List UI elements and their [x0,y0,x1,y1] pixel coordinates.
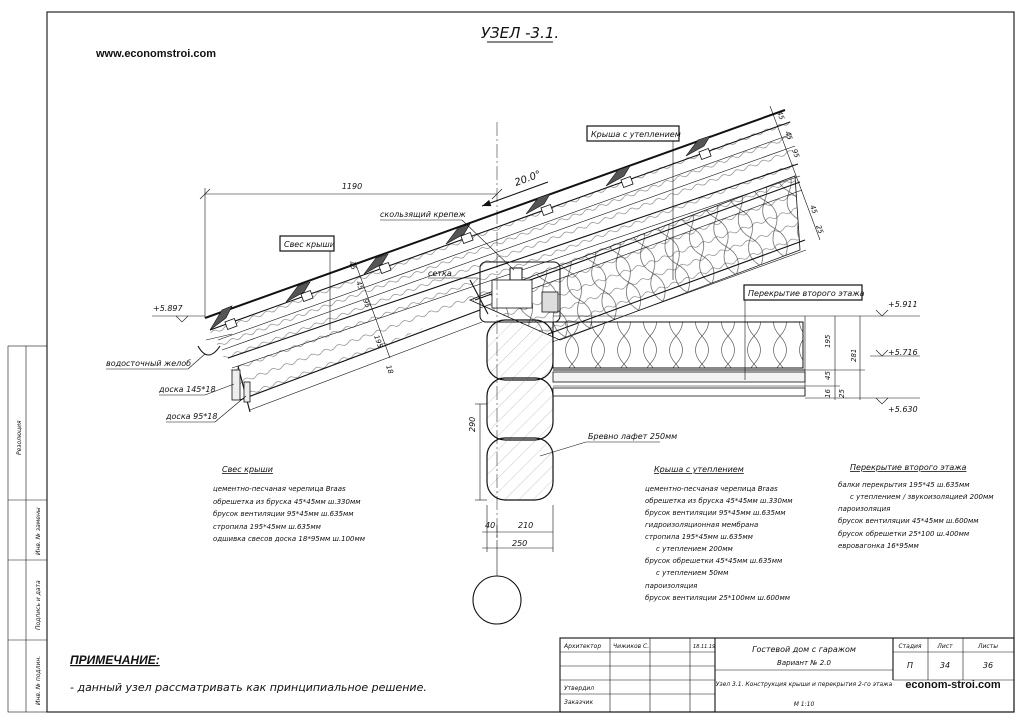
legend-roof-item: брусок обрешетки 45*45мм ш.635мм [645,557,783,565]
legend-eave-item: одшивка свесов доска 18*95мм ш.100мм [213,535,366,543]
drawing-title: УЗЕЛ -3.1. [481,24,559,42]
legend-eave-item: цементно-песчаная черепица Braas [213,485,346,493]
roof-section [197,109,807,413]
dim-l-45: 45 [347,260,358,272]
tb-scale: М 1:10 [794,701,815,708]
legend-floor-item: евровагонка 16*95мм [838,542,919,550]
stamp-inv-original: Инв. № подлин. [35,656,42,705]
level-r3: +5.630 [888,405,918,414]
dim-l-95: 95 [361,298,372,310]
tb-sheets: 36 [983,661,993,670]
axis-bubble [472,575,522,625]
label-board-145: доска 145*18 [158,385,216,394]
legend-roof-item: обрешетка из бруска 45*45мм ш.330мм [645,497,793,505]
levels: +5.897 +5.911 +5.716 +5.630 [152,300,920,414]
dim-250: 250 [512,539,527,548]
stamp-signature-date: Подпись и дата [35,580,42,630]
legend-floor-item: с утеплением / звукоизоляцией 200мм [850,493,994,501]
tb-date: 18.11.19 [693,644,715,650]
watermark-bottom: econom-stroi.com [905,679,1001,691]
dim-r-25: 25 [814,224,825,236]
dim-r-45b: 45 [783,130,794,142]
label-sliding-mount: скользящий крепеж [380,210,466,219]
note-title: ПРИМЕЧАНИЕ: [70,653,160,667]
dim-r-45a: 45 [775,110,786,122]
tb-sheet-name: Узел 3.1. Конструкция крыши и перекрытия… [716,681,893,688]
tb-customer: Заказчик [564,699,593,706]
tb-variant: Вариант № 2.0 [777,659,831,667]
dim-f-281: 281 [850,349,858,362]
dim-r-95: 95 [790,148,801,160]
legend-floor-item: брусок вентиляции 45*45мм ш.600мм [838,517,979,525]
label-mesh: сетка [428,269,452,278]
dim-40: 40 [485,521,495,530]
dim-l-45b: 45 [354,280,365,292]
dim-f-45: 45 [824,371,832,380]
callout-eave: Свес крыши [284,240,335,249]
tb-sheets-label: Листы [977,643,998,650]
level-r1: +5.911 [888,300,918,309]
legend-roof-item: с утеплением 200мм [656,545,734,553]
log-wall [472,122,561,625]
legend-roof-item: гидроизоляционная мембрана [645,521,758,529]
legend-roof-item: стропила 195*45мм ш.635мм [645,533,754,541]
tb-approved: Утвердил [564,685,594,692]
title-block: Архитектор Чижиков С. 18.11.19 Утвердил … [559,637,1015,713]
legend-floor: Перекрытие второго этажа балки перекрыти… [838,463,994,550]
legend-roof-item: цементно-песчаная черепица Braas [645,485,778,493]
legend-roof-item: брусок вентиляции 25*100мм ш.600мм [645,594,791,602]
watermark-top: www.economstroi.com [95,48,216,60]
callouts: Крыша с утеплением Свес крыши Перекрытие… [279,125,865,380]
dim-290: 290 [468,417,477,432]
level-r2: +5.716 [888,348,918,357]
dim-210: 210 [518,521,533,530]
dim-l-18: 18 [384,364,395,376]
tb-stage: П [907,661,913,670]
label-log: Бревно лафет 250мм [588,432,677,441]
dim-f-25: 25 [838,389,846,398]
callout-floor: Перекрытие второго этажа [748,289,865,298]
tb-project: Гостевой дом с гаражом [752,645,856,654]
dim-r-45c: 45 [808,204,819,216]
tb-architect: Чижиков С. [613,643,649,650]
legend-roof-item: пароизоляция [645,582,697,590]
stamp-inv-replace: Инв. № замены [35,507,42,555]
leader-labels: скользящий крепеж сетка водосточный жело… [106,210,677,457]
legend-floor-item: брусок обрешетки 25*100 ш.400мм [838,530,970,538]
label-gutter: водосточный желоб [106,359,191,368]
legend-eave: Свес крыши цементно-песчаная черепица Br… [213,465,366,543]
dim-1190: 1190 [342,182,362,191]
dim-f-195: 195 [824,334,832,348]
tb-sheet: 34 [940,661,950,670]
label-board-95: доска 95*18 [165,412,217,421]
legend-roof-title: Крыша с утеплением [654,465,744,474]
legend-eave-item: обрешетка из бруска 45*45мм ш.330мм [213,498,361,506]
legend-roof: Крыша с утеплением цементно-песчаная чер… [645,465,793,602]
dimensions: 1190 20.0° 45 45 95 45 25 45 45 95 195 1… [199,105,870,552]
stamp-resolution: Резолюция [16,420,23,455]
legend-eave-item: брусок вентиляции 95*45мм ш.635мм [213,510,354,518]
legend-floor-item: балки перекрытия 195*45 ш.635мм [838,481,970,489]
legend-floor-title: Перекрытие второго этажа [850,463,967,472]
note-text: - данный узел рассматривать как принципи… [70,681,427,694]
legend-roof-item: с утеплением 50мм [656,569,729,577]
tb-sheet-label: Лист [936,643,953,650]
floor-section [552,315,806,397]
legend-eave-title: Свес крыши [222,465,273,474]
side-stamp: Резолюция Инв. № замены Подпись и дата И… [7,345,48,713]
dim-f-16: 16 [824,389,832,398]
level-left: +5.897 [153,304,184,313]
legend-roof-item: брусок вентиляции 95*45мм ш.635мм [645,509,786,517]
legend-eave-item: стропила 195*45мм ш.635мм [213,523,322,531]
tb-stage-label: Стадия [898,643,921,650]
legend-floor-item: пароизоляция [838,505,890,513]
callout-roof: Крыша с утеплением [591,130,681,139]
tb-architect-label: Архитектор [563,643,601,650]
